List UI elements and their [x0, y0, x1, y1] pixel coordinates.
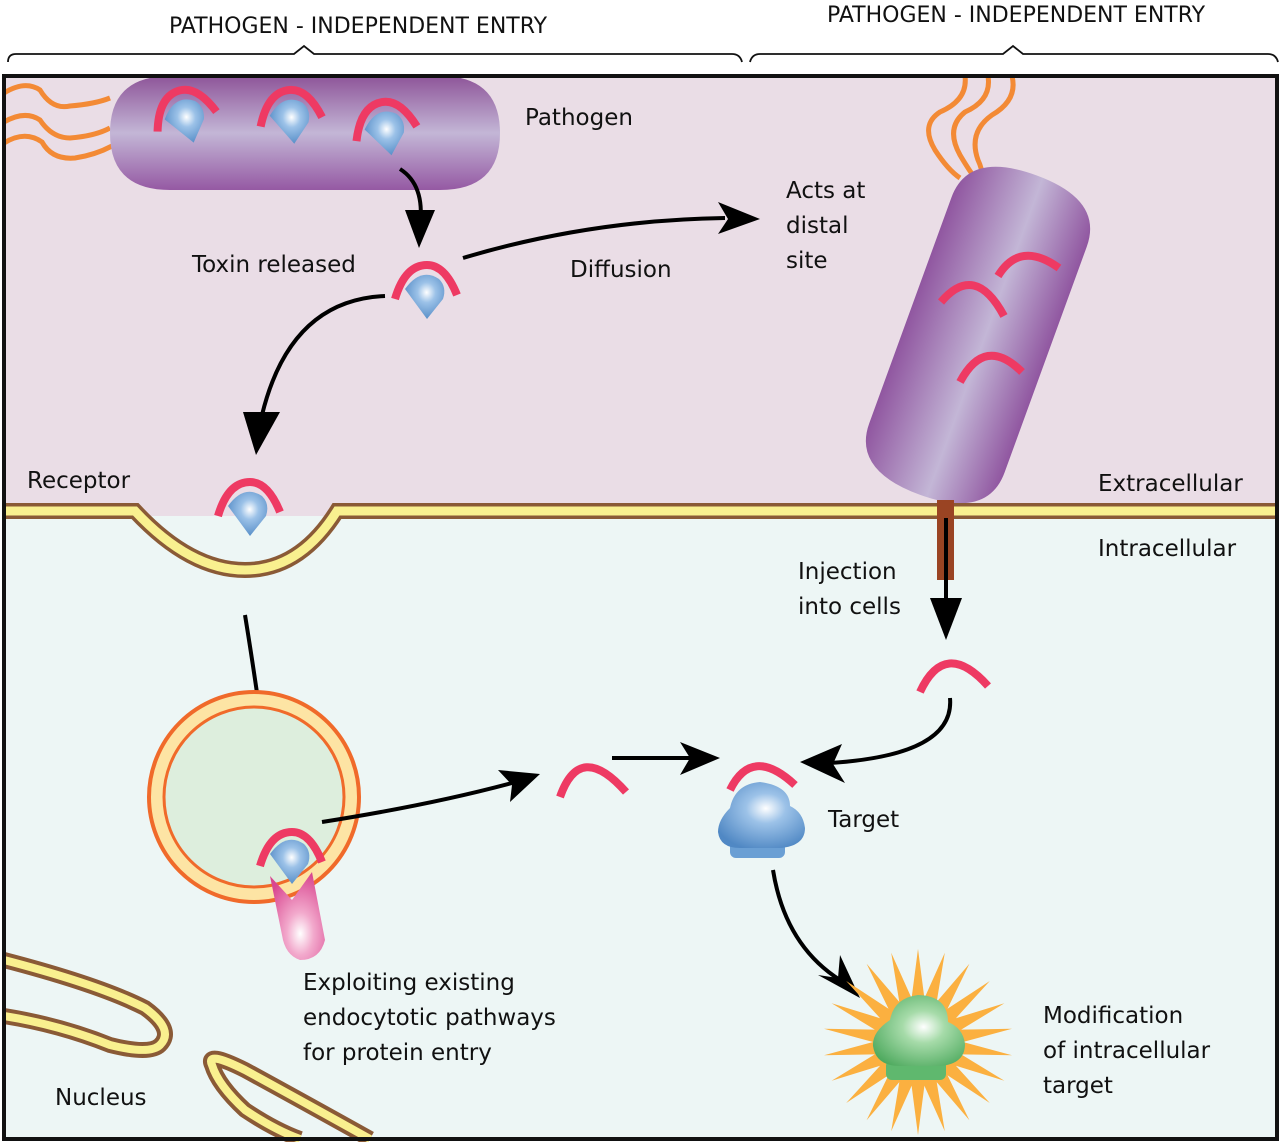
target-label: Target	[827, 807, 899, 833]
escape-arrow	[321, 781, 513, 824]
escape-arrowhead	[498, 770, 540, 802]
intracellular-label: Intracellular	[1098, 536, 1237, 562]
injected-to-target-arrow	[829, 697, 953, 765]
binding-arrow	[260, 294, 386, 416]
acts-at-label-line3: site	[786, 248, 828, 274]
injected-toxin	[916, 659, 991, 694]
modification-label-line1: Modification	[1043, 1003, 1183, 1029]
free-toxin	[556, 763, 629, 799]
modification-label-line2: of intracellular	[1043, 1038, 1211, 1064]
release-arrowhead	[405, 210, 435, 248]
diffusion-arrow	[462, 216, 726, 260]
exploiting-label-line3: for protein entry	[303, 1040, 492, 1066]
nucleus-label: Nucleus	[55, 1085, 147, 1111]
pathogen-label: Pathogen	[525, 105, 633, 131]
left-header: PATHOGEN - INDEPENDENT ENTRY	[169, 14, 548, 39]
modification-arrow	[771, 869, 842, 982]
plasma-membrane	[4, 506, 1277, 575]
acts-at-label-line2: distal	[786, 213, 848, 239]
right-pathogen-toxin-3	[956, 351, 1025, 384]
exploiting-label-line1: Exploiting existing	[303, 970, 515, 996]
right-brace	[749, 44, 1279, 63]
receptor-label: Receptor	[27, 468, 131, 494]
injected-to-target-arrowhead	[800, 744, 845, 783]
nuclear-envelope	[1, 952, 374, 1142]
right-pathogen-toxin-2	[937, 281, 1008, 318]
exploiting-label-line2: endocytotic pathways	[303, 1005, 556, 1031]
right-pathogen-toxin-1	[994, 251, 1062, 279]
acts-at-label-line1: Acts at	[786, 178, 865, 204]
left-pathogen-flagella	[2, 83, 114, 161]
toxin-released-label: Toxin released	[191, 252, 356, 278]
target-protein	[718, 782, 805, 858]
target-bound-toxin	[726, 762, 798, 792]
diffusion-label: Diffusion	[570, 257, 672, 283]
free-to-target-arrowhead	[680, 742, 720, 775]
diffusion-arrowhead	[718, 202, 760, 234]
left-brace	[7, 44, 743, 63]
injection-label-line1: Injection	[798, 559, 897, 585]
extracellular-label: Extracellular	[1098, 471, 1243, 497]
endosome-receptor	[270, 872, 325, 960]
modified-target	[872, 995, 965, 1080]
injection-arrowhead	[930, 598, 962, 640]
modification-label-line3: target	[1043, 1073, 1113, 1099]
modification-arrowhead	[818, 955, 860, 998]
right-pathogen-body	[865, 166, 1091, 504]
binding-arrowhead	[243, 412, 280, 455]
injection-label-line2: into cells	[798, 594, 901, 620]
right-header: PATHOGEN - INDEPENDENT ENTRY	[827, 3, 1206, 28]
cell-frame-outline	[2, 74, 1279, 1141]
